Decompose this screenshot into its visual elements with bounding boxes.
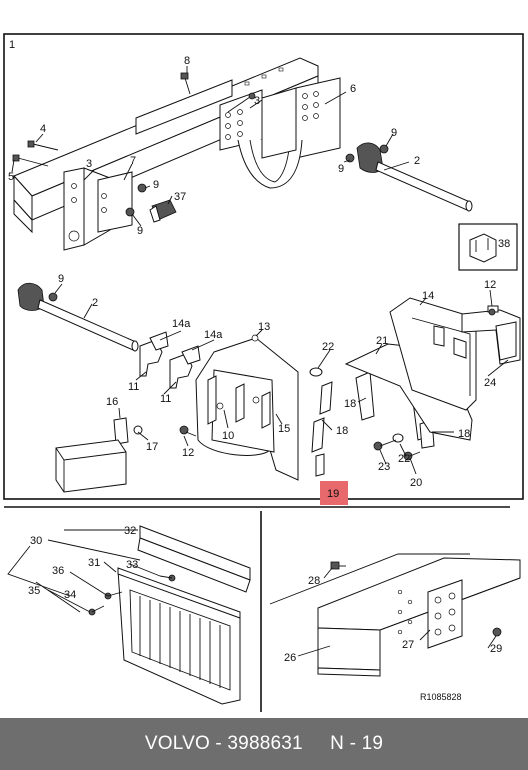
panel-number: 1 bbox=[9, 39, 15, 51]
callout-22: 22 bbox=[398, 453, 410, 465]
center-bracket bbox=[219, 77, 341, 189]
callout-32: 32 bbox=[124, 525, 136, 537]
inset-38 bbox=[458, 223, 518, 271]
callout-7: 7 bbox=[130, 155, 136, 167]
callout-4: 4 bbox=[40, 123, 46, 135]
callout-5: 5 bbox=[8, 171, 14, 183]
callout-17: 17 bbox=[146, 441, 158, 453]
callout-3: 3 bbox=[86, 158, 92, 170]
callout-9: 9 bbox=[391, 127, 397, 139]
callout-12: 12 bbox=[484, 279, 496, 291]
callout-9: 9 bbox=[153, 179, 159, 191]
mudflap-bracket bbox=[195, 337, 299, 481]
callout-2: 2 bbox=[414, 155, 420, 167]
callout-9: 9 bbox=[58, 273, 64, 285]
bolts bbox=[12, 72, 389, 302]
callouts-lower-right: 28 26 27 29 bbox=[284, 575, 502, 664]
parts-diagram: 1 bbox=[3, 33, 524, 712]
left-bracket bbox=[63, 167, 133, 251]
callout-8: 8 bbox=[184, 55, 190, 67]
callout-18: 18 bbox=[458, 428, 470, 440]
main-panel-frame bbox=[3, 33, 524, 500]
callout-24: 24 bbox=[484, 377, 496, 389]
callout-14a: 14a bbox=[172, 318, 191, 330]
callouts-main: 8 3 6 4 5 3 7 9 37 9 9 9 2 38 9 2 12 14 … bbox=[8, 55, 510, 489]
footer-part-text: VOLVO - 3988631 N - 19 bbox=[144, 733, 384, 754]
callout-10: 10 bbox=[222, 430, 234, 442]
callout-11: 11 bbox=[160, 393, 171, 405]
callout-14: 14 bbox=[422, 290, 434, 302]
callout-36: 36 bbox=[52, 565, 64, 577]
callout-19: 19 bbox=[327, 488, 339, 500]
leader-lines bbox=[11, 66, 509, 475]
callout-11: 11 bbox=[128, 381, 139, 393]
callout-14a: 14a bbox=[204, 329, 223, 341]
callout-20: 20 bbox=[410, 477, 422, 489]
callout-26: 26 bbox=[284, 652, 296, 664]
callout-34: 34 bbox=[64, 589, 76, 601]
callout-35: 35 bbox=[28, 585, 40, 597]
callout-9: 9 bbox=[137, 225, 143, 237]
callout-22: 22 bbox=[322, 341, 334, 353]
callout-15: 15 bbox=[278, 423, 290, 435]
callout-23: 23 bbox=[378, 461, 390, 473]
callout-13: 13 bbox=[258, 321, 270, 333]
callout-21: 21 bbox=[376, 335, 388, 347]
lower-right-inset bbox=[269, 553, 521, 677]
reference-code: R1085828 bbox=[420, 692, 462, 702]
callout-33: 33 bbox=[126, 559, 138, 571]
callout-29: 29 bbox=[490, 643, 502, 655]
right-rod-assembly bbox=[356, 142, 473, 212]
callout-31: 31 bbox=[88, 557, 100, 569]
callouts-lower-left: 30 32 31 36 33 35 34 bbox=[28, 525, 138, 601]
callout-3: 3 bbox=[254, 95, 260, 107]
footer-bar: VOLVO - 3988631 N - 19 bbox=[0, 718, 528, 770]
part-37-clip bbox=[149, 199, 177, 223]
callout-18: 18 bbox=[344, 398, 356, 410]
callout-19-highlight bbox=[320, 481, 348, 505]
callout-6: 6 bbox=[350, 83, 356, 95]
callout-9: 9 bbox=[338, 163, 344, 175]
brackets-14a bbox=[139, 331, 201, 389]
callout-16: 16 bbox=[106, 396, 118, 408]
callout-12: 12 bbox=[182, 447, 194, 459]
callout-28: 28 bbox=[308, 575, 320, 587]
mudguard-14 bbox=[344, 297, 477, 441]
callout-30: 30 bbox=[30, 535, 42, 547]
callout-18: 18 bbox=[336, 425, 348, 437]
callout-38: 38 bbox=[498, 238, 510, 250]
left-rod-assembly bbox=[17, 282, 139, 352]
lower-left-inset bbox=[7, 525, 251, 705]
reflector-16 bbox=[55, 417, 143, 493]
callout-2: 2 bbox=[92, 297, 98, 309]
callout-27: 27 bbox=[402, 639, 414, 651]
callout-37: 37 bbox=[174, 191, 186, 203]
